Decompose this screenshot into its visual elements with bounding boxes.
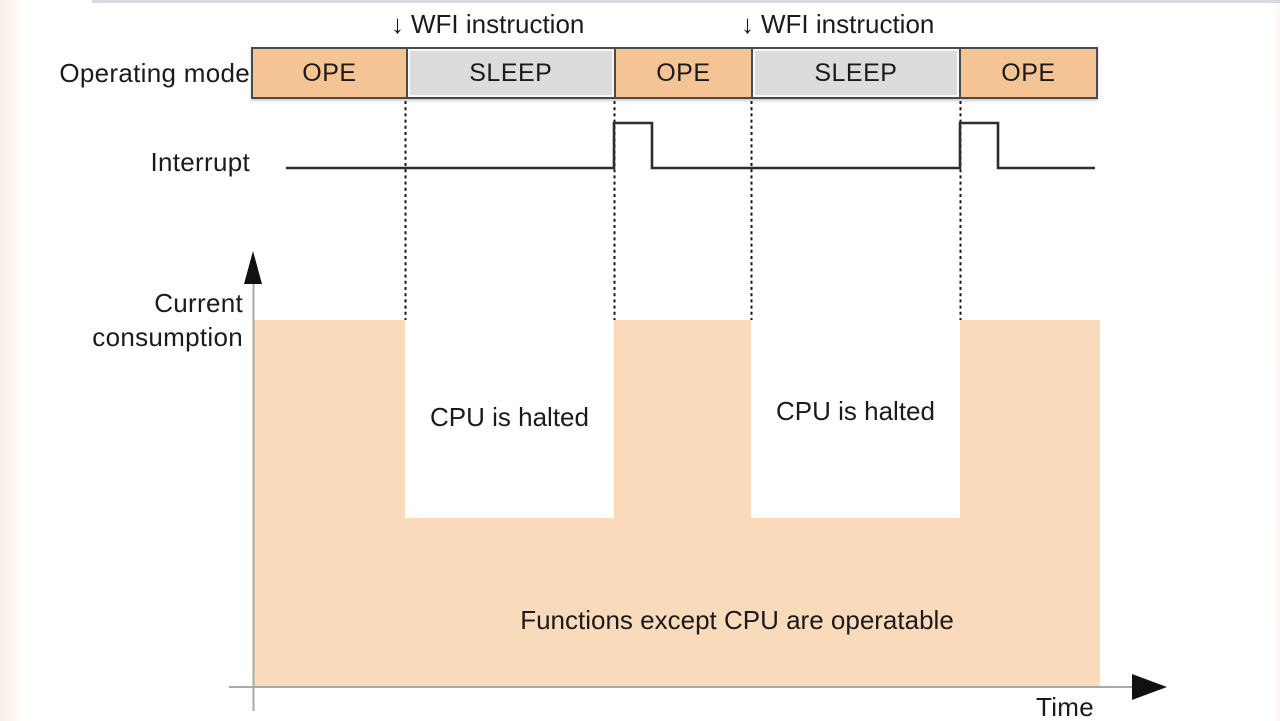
- mode-segment-ope-2: OPE: [613, 49, 751, 97]
- mode-segment-ope-1: OPE: [253, 49, 406, 97]
- time-axis-label: Time: [1035, 692, 1094, 721]
- current-consumption-label: Current consumption: [0, 286, 243, 354]
- top-hairline: [92, 0, 1280, 3]
- mode-segment-label: OPE: [1001, 58, 1056, 87]
- current-consumption-label-line1: Current: [154, 288, 243, 318]
- cpu-halted-annotation-1: CPU is halted: [430, 402, 589, 432]
- interrupt-label: Interrupt: [150, 147, 250, 177]
- current-consumption-label-line2: consumption: [92, 322, 243, 352]
- down-arrow-icon: ↓: [741, 9, 754, 39]
- left-edge-tint: [0, 0, 22, 721]
- current-consumption-area: [253, 320, 1100, 687]
- down-arrow-icon: ↓: [391, 9, 404, 39]
- cpu-halted-annotation-2: CPU is halted: [776, 396, 935, 426]
- wfi-annotation-2: ↓ WFI instruction: [741, 9, 934, 40]
- wfi-annotation-1: ↓ WFI instruction: [391, 9, 584, 40]
- mode-segment-sleep-1: SLEEP: [405, 49, 614, 97]
- mode-segment-ope-3: OPE: [958, 49, 1096, 97]
- mode-segment-label: OPE: [302, 58, 357, 87]
- mode-segment-sleep-2: SLEEP: [750, 49, 959, 97]
- x-axis-arrowhead: [1132, 674, 1167, 700]
- operating-mode-timeline: OPE SLEEP OPE SLEEP OPE: [251, 47, 1098, 99]
- mode-segment-label: OPE: [656, 58, 711, 87]
- y-axis-arrowhead: [244, 251, 262, 284]
- wfi-annotation-text: WFI instruction: [411, 9, 585, 39]
- wfi-annotation-text: WFI instruction: [761, 9, 935, 39]
- right-edge-tint: [1272, 0, 1280, 721]
- mode-segment-label: SLEEP: [469, 58, 553, 87]
- mode-segment-label: SLEEP: [814, 58, 898, 87]
- interrupt-signal-line: [286, 121, 1095, 170]
- functions-operatable-note: Functions except CPU are operatable: [520, 605, 954, 635]
- operating-mode-label: Operating mode: [59, 58, 250, 88]
